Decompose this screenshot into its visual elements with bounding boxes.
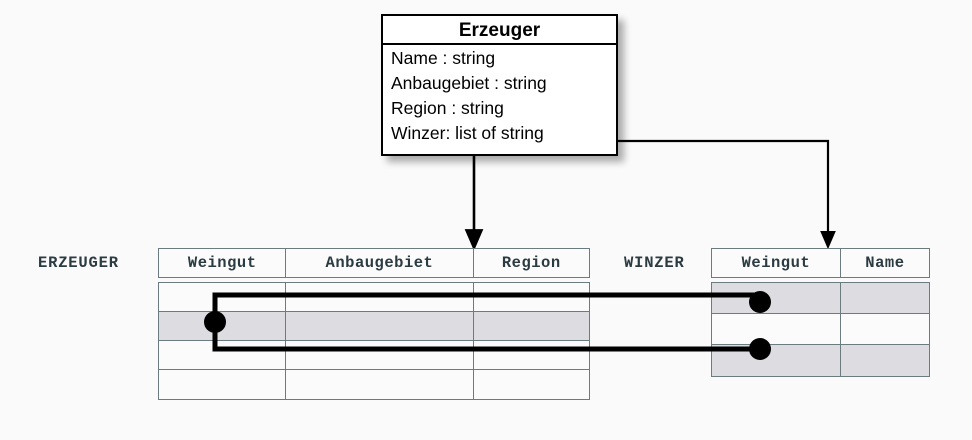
uml-attribute-list: Name : string Anbaugebiet : string Regio… [383, 45, 616, 146]
table-header-winzer: Weingut Name [711, 248, 930, 278]
column-header-anbaugebiet: Anbaugebiet [286, 249, 474, 277]
uml-attribute-region: Region : string [391, 98, 504, 118]
table-cell [712, 314, 841, 344]
table-cell [712, 283, 841, 313]
table-cell [286, 370, 474, 399]
table-header-erzeuger: Weingut Anbaugebiet Region [158, 248, 590, 278]
table-row-highlighted[interactable] [159, 312, 589, 341]
table-row[interactable] [712, 314, 929, 345]
uml-attribute-anbaugebiet: Anbaugebiet : string [391, 73, 547, 93]
table-label-winzer: WINZER [624, 254, 685, 272]
fk-endpoint-dot-winzer-row3 [749, 338, 771, 360]
table-cell [159, 341, 287, 369]
column-header-name: Name [865, 254, 905, 272]
column-header-region: Region [501, 254, 561, 272]
table-row-highlighted[interactable] [712, 283, 929, 314]
fk-endpoint-dot-erzeuger [204, 311, 226, 333]
table-label-erzeuger: ERZEUGER [38, 254, 119, 272]
fk-endpoint-dot-winzer-row1 [749, 291, 771, 313]
column-header-weingut: Weingut [159, 249, 287, 277]
uml-class-box-erzeuger: Erzeuger Name : string Anbaugebiet : str… [381, 14, 618, 156]
table-cell [286, 312, 474, 340]
uml-attribute-winzer: Winzer: list of string [391, 123, 544, 143]
table-cell [159, 312, 287, 340]
uml-attribute-name: Name : string [391, 48, 496, 68]
table-cell [159, 370, 287, 399]
table-cell [286, 341, 474, 369]
table-row[interactable] [159, 370, 589, 399]
table-cell [712, 345, 841, 376]
column-header-weingut: Weingut [712, 249, 841, 277]
table-row[interactable] [159, 341, 589, 370]
fk-link-erzeuger-row2-to-winzer-row3 [212, 322, 760, 352]
fk-link-erzeuger-row2-to-winzer-row1 [212, 292, 763, 322]
uml-class-title: Erzeuger [383, 16, 616, 45]
winzer-attribute-to-winzer-arrow [605, 139, 836, 250]
table-body-erzeuger [158, 282, 590, 400]
